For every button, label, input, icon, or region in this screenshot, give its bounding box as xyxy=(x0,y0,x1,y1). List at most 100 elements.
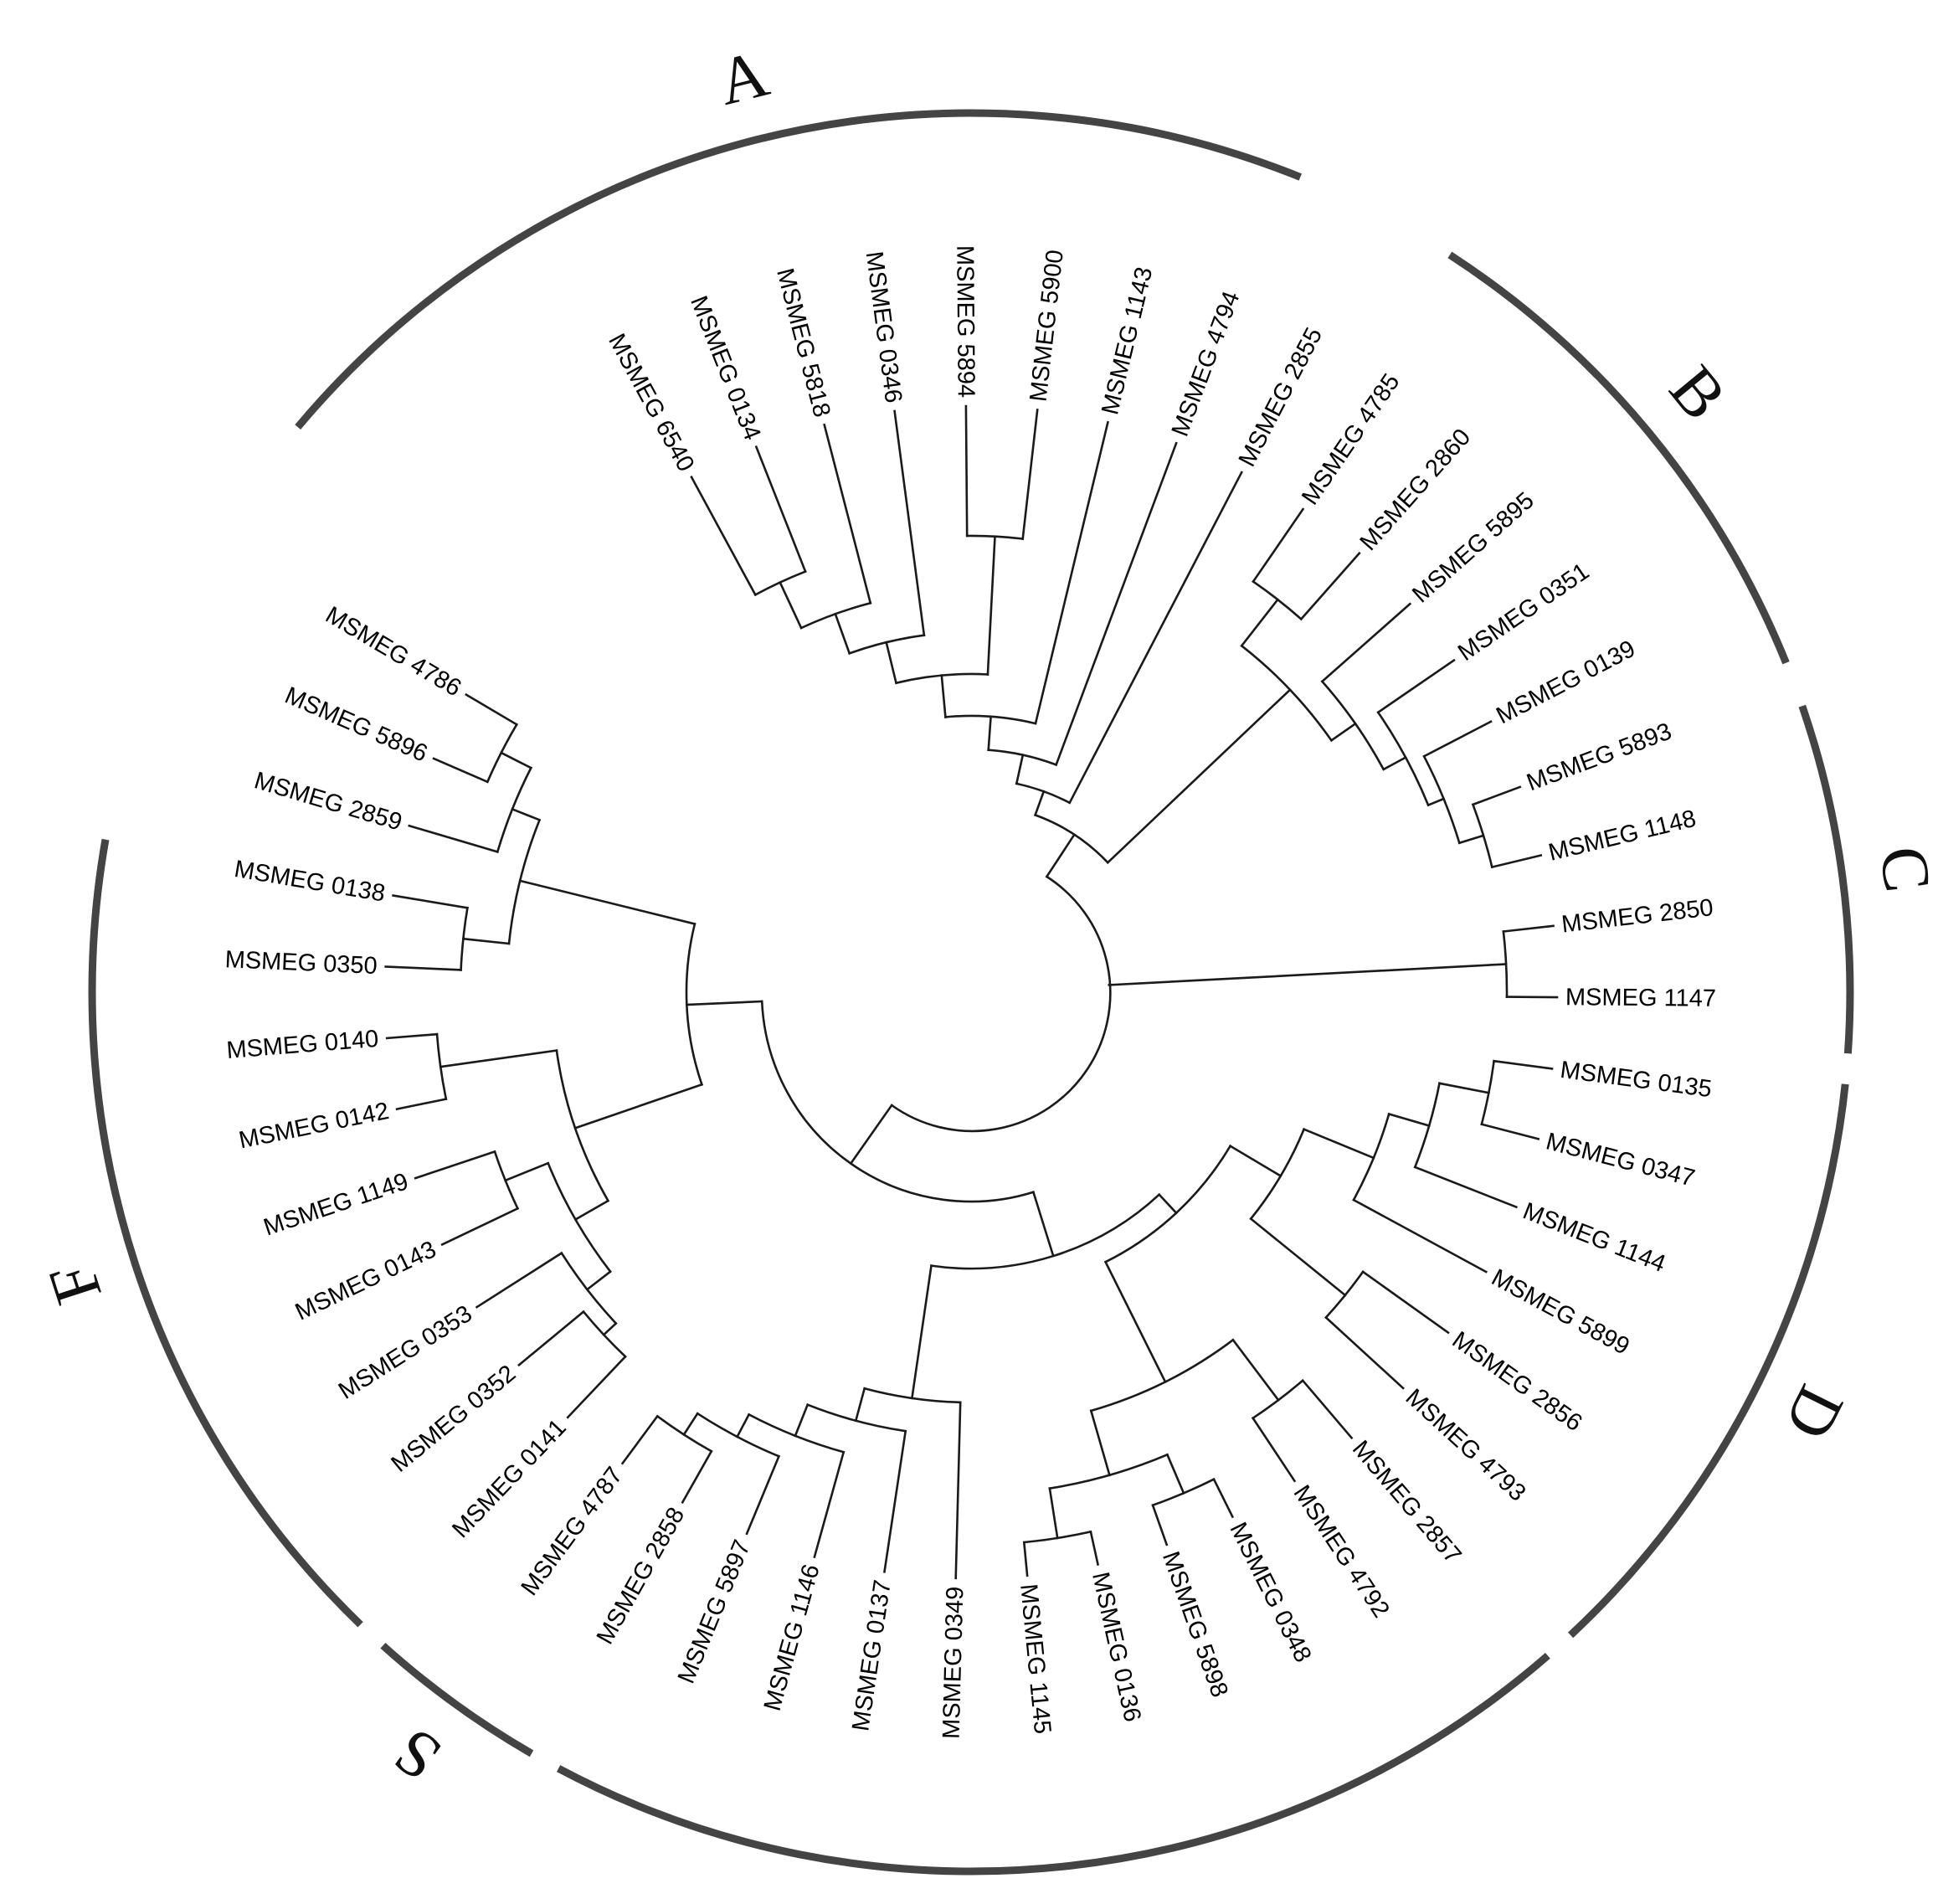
leaf-label-msmeg-0142: MSMEG 0142 xyxy=(237,1098,392,1155)
node-arc-f3 xyxy=(1376,710,1430,807)
branch-bcde xyxy=(849,1104,894,1166)
leaf-label-msmeg-2860: MSMEG 2860 xyxy=(1354,424,1476,556)
branch-f2 xyxy=(1329,722,1357,743)
branch-msmeg-2850 xyxy=(1502,924,1555,933)
leaf-label-msmeg-6540: MSMEG 6540 xyxy=(603,329,699,476)
leaf-label-msmeg-2850: MSMEG 2850 xyxy=(1560,894,1715,938)
leaf-label-msmeg-2859: MSMEG 2859 xyxy=(251,767,405,836)
leaf-label-msmeg-0349: MSMEG 0349 xyxy=(938,1586,969,1739)
leaf-label-msmeg-1143: MSMEG 1143 xyxy=(1097,265,1158,417)
branch-msmeg-5897 xyxy=(745,1454,781,1536)
branch-msmeg-0353 xyxy=(475,1251,563,1309)
leaf-label-msmeg-2856: MSMEG 2856 xyxy=(1447,1326,1587,1437)
clade-arc-b xyxy=(1447,251,1790,665)
node-arc-f5 xyxy=(1471,803,1493,869)
branch-d4 xyxy=(682,1412,699,1437)
leaf-label-msmeg-0353: MSMEG 0353 xyxy=(334,1300,477,1405)
leaf-label-msmeg-5896: MSMEG 5896 xyxy=(280,682,431,768)
clade-arc-f xyxy=(88,838,363,1628)
node-arc-c3 xyxy=(1151,1477,1216,1507)
leaf-label-msmeg-0347: MSMEG 0347 xyxy=(1543,1128,1697,1192)
node-arc-d2 xyxy=(747,1413,846,1454)
branch-msmeg-1148 xyxy=(1490,854,1543,869)
branch-msmeg-5895 xyxy=(1320,602,1412,683)
branch-msmeg-0142 xyxy=(395,1098,448,1111)
branch-msmeg-0349 xyxy=(954,1401,962,1580)
branch-msmeg-2859 xyxy=(408,824,499,854)
node-arc-f2 xyxy=(1320,680,1385,771)
leaf-label-msmeg-0352: MSMEG 0352 xyxy=(386,1360,521,1478)
leaf-label-msmeg-1147: MSMEG 1147 xyxy=(1565,984,1716,1012)
branch-f xyxy=(1106,687,1292,865)
clade-letter-d: D xyxy=(1771,1375,1858,1451)
branch-msmeg-1147 xyxy=(1505,996,1559,999)
branch-e7 xyxy=(518,879,696,926)
leaf-label-msmeg-5899: MSMEG 5899 xyxy=(1487,1264,1633,1361)
leaf-label-msmeg-0136: MSMEG 0136 xyxy=(1087,1570,1146,1725)
branch-msmeg-0140 xyxy=(385,1032,439,1040)
branch-b3 xyxy=(1437,1082,1490,1094)
branch-af xyxy=(1045,833,1077,878)
branch-msmeg-2856 xyxy=(1361,1270,1450,1335)
leaf-label-msmeg-5897: MSMEG 5897 xyxy=(673,1536,756,1688)
node-arc-e4 xyxy=(582,1310,627,1359)
branch-a xyxy=(1033,790,1046,817)
node-arc-a2 xyxy=(943,714,1037,725)
branch-f1 xyxy=(1240,598,1280,648)
node-arc-e xyxy=(685,922,704,1086)
branch-a5 xyxy=(834,612,851,655)
node-arc-b1 xyxy=(1352,1112,1390,1202)
node-arc-d1 xyxy=(806,1403,907,1433)
branch-msmeg-4794 xyxy=(1054,441,1178,767)
clade-letter-c: C xyxy=(1865,842,1943,896)
branch-msmeg-4786 xyxy=(465,692,518,727)
branch-msmeg-2860 xyxy=(1299,551,1361,621)
leaf-label-msmeg-5894: MSMEG 5894 xyxy=(951,245,979,398)
node-arc-d3 xyxy=(696,1412,781,1458)
leaf-label-msmeg-4787: MSMEG 4787 xyxy=(516,1462,628,1600)
branch-e9 xyxy=(511,807,542,821)
node-arc-bc xyxy=(1103,1144,1232,1263)
branch-f4 xyxy=(1426,797,1446,807)
branch-e4 xyxy=(602,1321,618,1337)
branch-e3 xyxy=(585,1269,612,1291)
leaf-label-msmeg-5818: MSMEG 5818 xyxy=(771,265,835,419)
node-arc-c xyxy=(1089,1338,1235,1413)
clade-letter-s: S xyxy=(381,1713,455,1794)
branch-msmeg-0347 xyxy=(1480,1123,1540,1140)
branch-msmeg-1144 xyxy=(1413,1166,1518,1209)
node-arc-af xyxy=(1033,813,1110,865)
branch-msmeg-6540 xyxy=(690,476,758,597)
leaf-label-msmeg-1148: MSMEG 1148 xyxy=(1546,805,1699,867)
leaf-label-msmeg-4792: MSMEG 4792 xyxy=(1288,1480,1395,1623)
node-arc-e10 xyxy=(486,723,518,784)
clade-arc-c xyxy=(1798,704,1854,1054)
branch-msmeg-1143 xyxy=(1034,420,1109,725)
node-arc-d xyxy=(863,1387,962,1404)
branch-msmeg-4793 xyxy=(1324,1315,1405,1390)
node-arc-b2 xyxy=(1413,1082,1442,1169)
node-arc-a4 xyxy=(848,634,926,655)
node-arc-b xyxy=(1249,1128,1306,1221)
branch-msmeg-4787 xyxy=(620,1414,660,1465)
clade-letter-e: E xyxy=(1053,1889,1103,1904)
branch-msmeg-5900 xyxy=(1021,409,1039,540)
node-arc-f1 xyxy=(1252,579,1303,621)
branch-e xyxy=(685,1000,763,1006)
branch-msmeg-2855 xyxy=(1067,471,1243,805)
branch-a2 xyxy=(987,715,992,752)
node-arc-f4 xyxy=(1422,754,1461,845)
tree-branches xyxy=(384,404,1559,1580)
node-arc-e7 xyxy=(507,818,542,945)
branch-b xyxy=(1228,1144,1282,1178)
branch-msmeg-0136 xyxy=(1089,1530,1100,1566)
branch-msmeg-5896 xyxy=(432,757,490,784)
clade-letter-b: B xyxy=(1655,352,1740,434)
branch-msmeg-0135 xyxy=(1493,1059,1554,1070)
branch-a7 xyxy=(986,535,996,676)
node-arc-c2 xyxy=(1048,1453,1169,1490)
branch-b4 xyxy=(1249,1217,1347,1297)
node-arc-c1 xyxy=(1251,1378,1305,1420)
